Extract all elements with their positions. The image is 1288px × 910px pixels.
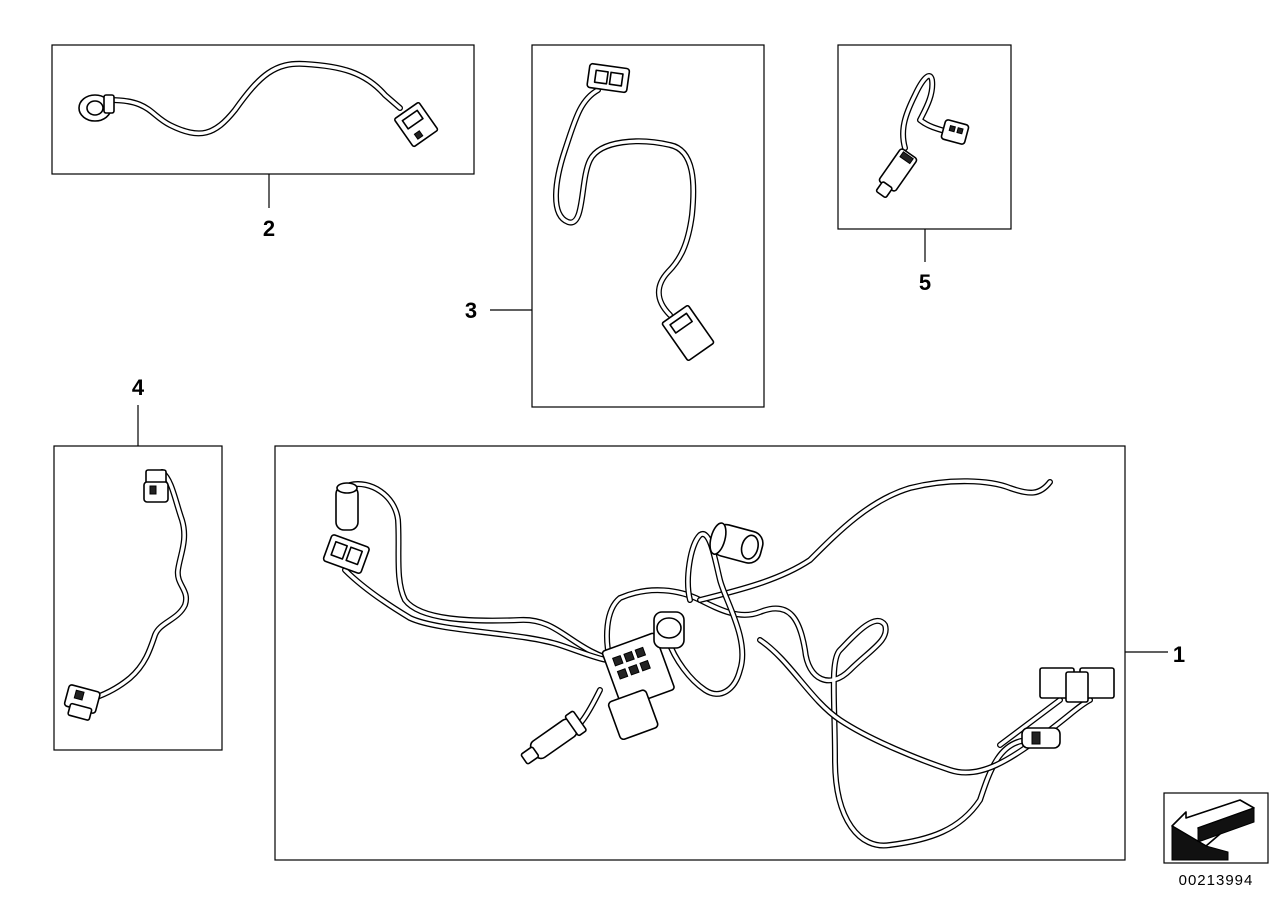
callout-5: 5	[919, 270, 931, 295]
part-2-frame	[51, 44, 475, 175]
callout-2: 2	[263, 216, 275, 241]
wiring-harness-icon	[322, 478, 1115, 849]
direction-arrow-panel: 00213994	[1163, 792, 1269, 889]
document-number: 00213994	[1179, 872, 1254, 889]
center-cap-connector-icon	[653, 611, 685, 649]
part-1-panel: 1	[274, 445, 1185, 861]
part-5-panel: 5	[837, 44, 1012, 295]
plug-connector-icon	[394, 101, 439, 148]
round-connector-icon	[78, 94, 115, 122]
part-3-frame	[531, 44, 765, 408]
part-3-cable-icon	[553, 62, 715, 362]
part-1-frame	[274, 445, 1126, 861]
callout-3: 3	[465, 298, 477, 323]
top-plug-4-icon	[143, 469, 169, 503]
part-5-cable-icon	[875, 73, 970, 199]
top-connector-icon	[586, 62, 631, 94]
lower-plug-connector-icon	[520, 710, 587, 765]
direction-arrow-icon	[1171, 799, 1255, 861]
callout-1: 1	[1173, 642, 1185, 667]
relay-block-icon	[601, 632, 675, 741]
callout-4: 4	[132, 375, 145, 400]
right-small-connector-icon	[1021, 727, 1061, 749]
part-2-cable-icon	[78, 60, 439, 148]
part-5-frame	[837, 44, 1012, 230]
part-3-panel: 3	[465, 44, 765, 408]
arrow-frame	[1163, 792, 1269, 864]
right-double-connector-icon	[1039, 667, 1115, 703]
plug-5-icon	[875, 148, 918, 199]
left-cylinder-connector-icon	[335, 482, 359, 531]
left-block-connector-icon	[322, 534, 370, 575]
top-round-connector-icon	[709, 522, 764, 564]
bottom-plug-4-icon	[63, 684, 101, 721]
small-connector-icon	[940, 119, 970, 145]
part-4-panel: 4	[53, 375, 223, 751]
bottom-connector-icon	[661, 304, 715, 362]
part-2-panel: 2	[51, 44, 475, 241]
part-4-cable-icon	[63, 469, 190, 721]
